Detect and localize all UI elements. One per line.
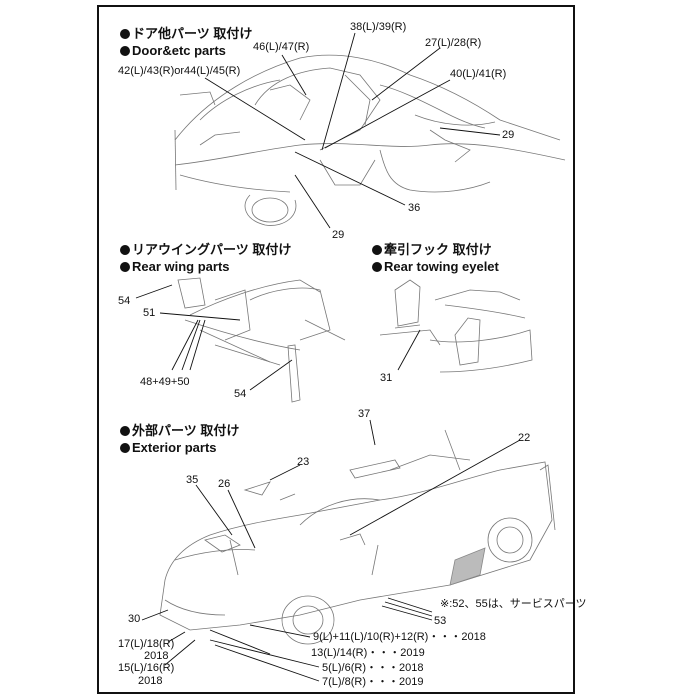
exterior-car-drawing bbox=[159, 429, 556, 645]
towing-title-jp: 牽引フック 取付け bbox=[372, 243, 492, 256]
part-label-35: 35 bbox=[186, 474, 199, 486]
towing-eyelet-drawing bbox=[379, 279, 533, 373]
part-label-15-16-year: 2018 bbox=[138, 675, 163, 687]
rear-wing-title-jp: リアウイングパーツ 取付け bbox=[120, 243, 291, 256]
part-label-53: 53 bbox=[434, 615, 447, 627]
part-label-36: 36 bbox=[408, 202, 421, 214]
bullet-icon bbox=[120, 426, 130, 436]
door-title-en: Door&etc parts bbox=[120, 44, 226, 57]
part-label-13-14: 13(L)/14(R)・・・2019 bbox=[311, 647, 425, 659]
exterior-title-jp: 外部パーツ 取付け bbox=[120, 424, 239, 437]
part-label-37: 37 bbox=[358, 408, 371, 420]
bullet-icon bbox=[120, 245, 130, 255]
bullet-icon bbox=[120, 29, 130, 39]
part-label-30: 30 bbox=[128, 613, 141, 625]
rear-wing-title-en: Rear wing parts bbox=[120, 260, 230, 273]
part-label-26: 26 bbox=[218, 478, 231, 490]
part-label-29-lower: 29 bbox=[332, 229, 345, 241]
bullet-icon bbox=[372, 262, 382, 272]
towing-title-en: Rear towing eyelet bbox=[372, 260, 499, 273]
bullet-icon bbox=[120, 443, 130, 453]
part-label-46-47: 46(L)/47(R) bbox=[253, 41, 310, 53]
part-label-29-upper: 29 bbox=[502, 129, 515, 141]
part-label-51: 51 bbox=[143, 307, 156, 319]
part-label-38-39: 38(L)/39(R) bbox=[350, 21, 407, 33]
part-label-48-49-50: 48+49+50 bbox=[140, 376, 190, 388]
part-label-9-12: 9(L)+11(L)/10(R)+12(R)・・・2018 bbox=[313, 631, 486, 643]
part-label-5-6: 5(L)/6(R)・・・2018 bbox=[322, 662, 424, 674]
part-label-40-41: 40(L)/41(R) bbox=[450, 68, 507, 80]
part-label-17-18: 17(L)/18(R) bbox=[118, 638, 175, 650]
bullet-icon bbox=[120, 262, 130, 272]
door-section-car-drawing bbox=[174, 54, 566, 226]
instruction-sheet-frame bbox=[97, 5, 575, 694]
rear-wing-drawing bbox=[177, 277, 346, 403]
service-parts-note: ※:52、55は、サービスパーツ bbox=[440, 598, 587, 610]
part-label-54-upper: 54 bbox=[118, 295, 131, 307]
bullet-icon bbox=[120, 46, 130, 56]
part-label-17-18-year: 2018 bbox=[144, 650, 169, 662]
leader-lines bbox=[135, 32, 521, 682]
part-label-22: 22 bbox=[518, 432, 531, 444]
part-label-15-16: 15(L)/16(R) bbox=[118, 662, 175, 674]
part-label-7-8: 7(L)/8(R)・・・2019 bbox=[322, 676, 424, 688]
part-label-27-28: 27(L)/28(R) bbox=[425, 37, 482, 49]
exterior-title-en: Exterior parts bbox=[120, 441, 217, 454]
part-label-23: 23 bbox=[297, 456, 310, 468]
door-title-jp: ドア他パーツ 取付け bbox=[120, 27, 252, 40]
bullet-icon bbox=[372, 245, 382, 255]
part-label-54-lower: 54 bbox=[234, 388, 247, 400]
part-label-42-45: 42(L)/43(R)or44(L)/45(R) bbox=[118, 65, 241, 77]
part-label-31: 31 bbox=[380, 372, 393, 384]
